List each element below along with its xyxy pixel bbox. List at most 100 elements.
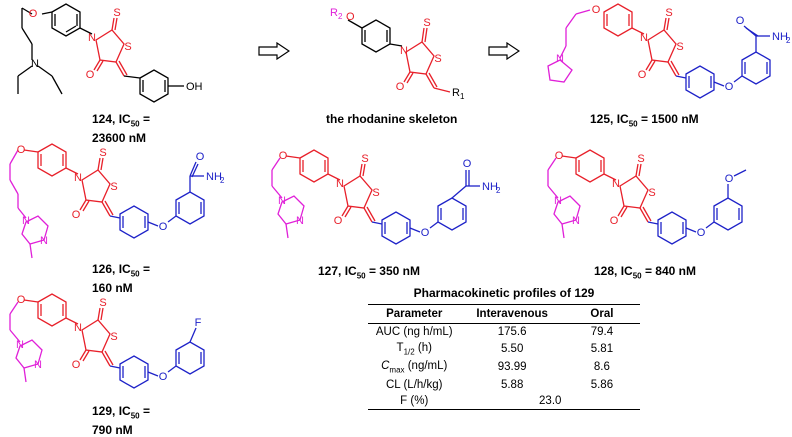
- pk-table-block: Pharmacokinetic profiles of 129 Paramete…: [368, 286, 640, 410]
- oral-cell: 79.4: [590, 326, 614, 338]
- atom-n: N: [34, 359, 42, 371]
- atom-o: O: [555, 150, 564, 162]
- atom-n: N: [554, 195, 562, 207]
- atom-o: O: [638, 69, 647, 81]
- compound-128-structure: O N N N S S O O O: [547, 149, 747, 245]
- oral-cell: 5.86: [590, 378, 614, 391]
- iv-cell: 175.6: [497, 326, 527, 338]
- atom-o: O: [72, 359, 81, 371]
- atom-o: O: [610, 215, 619, 227]
- table-row: T1/2 (h) 5.50 5.81: [368, 340, 640, 358]
- table-header-row: Parameter Interavenous Oral: [368, 304, 640, 324]
- atom-o: O: [29, 8, 38, 20]
- atom-n: N: [556, 53, 564, 65]
- atom-n: N: [74, 322, 82, 334]
- atom-o: O: [346, 11, 355, 23]
- atom-s: S: [665, 7, 672, 19]
- atom-s: S: [372, 187, 379, 199]
- atom-s: S: [99, 297, 106, 309]
- compound-128-caption: 128, IC50 = 840 nM: [594, 264, 696, 281]
- param-cell: F (%): [368, 392, 461, 410]
- atom-s: S: [361, 153, 368, 165]
- compound-124-caption: 124, IC50 = 23600 nM: [92, 112, 150, 146]
- atom-nh2-subscript: 2: [496, 186, 501, 195]
- atom-f: F: [195, 317, 202, 329]
- compound-124-structure: O N N S S O OH: [17, 3, 203, 103]
- atom-n: N: [336, 178, 344, 190]
- atom-o: O: [592, 4, 601, 16]
- compound-126-structure: O N N N S S O O O NH 2: [9, 143, 225, 259]
- r2-group: R: [330, 7, 338, 19]
- compound-127-caption: 127, IC50 = 350 nM: [318, 264, 420, 281]
- skeleton-caption: the rhodanine skeleton: [326, 112, 458, 126]
- compound-126-caption: 126, IC50 = 160 nM: [92, 262, 150, 296]
- atom-nh2: NH: [772, 31, 788, 43]
- atom-o: O: [697, 227, 706, 239]
- r1-subscript: 1: [460, 92, 465, 101]
- atom-o: O: [17, 144, 26, 156]
- atom-n: N: [296, 215, 304, 227]
- atom-nh2-subscript: 2: [220, 176, 225, 185]
- table-row: F (%) 23.0: [368, 392, 640, 410]
- atom-o: O: [334, 215, 343, 227]
- atom-nh2: NH: [482, 181, 498, 193]
- atom-s: S: [434, 53, 441, 65]
- atom-s: S: [423, 17, 430, 29]
- atom-s: S: [637, 153, 644, 165]
- pk-table: Parameter Interavenous Oral AUC (ng h/mL…: [368, 304, 640, 410]
- atom-o: O: [86, 69, 95, 81]
- column-header: Interavenous: [460, 304, 564, 324]
- param-cell: T1/2 (h): [396, 342, 432, 357]
- atom-oh: OH: [186, 81, 203, 93]
- atom-o: O: [396, 81, 405, 93]
- atom-o: O: [159, 221, 168, 233]
- param-cell: Cmax (ng/mL): [381, 360, 448, 375]
- atom-o: O: [421, 227, 430, 239]
- oral-cell: 5.81: [590, 343, 614, 356]
- atom-nh2-subscript: 2: [786, 36, 791, 45]
- atom-o: O: [279, 150, 288, 162]
- iv-cell: 5.50: [500, 343, 524, 356]
- atom-o: O: [725, 81, 734, 93]
- atom-n: N: [31, 58, 39, 70]
- compound-129-caption: 129, IC50 = 790 nM: [92, 404, 150, 437]
- table-row: AUC (ng h/mL) 175.6 79.4: [368, 324, 640, 341]
- atom-n: N: [640, 32, 648, 44]
- atom-o: O: [72, 209, 81, 221]
- atom-o: O: [17, 294, 26, 306]
- compound-129-structure: O N N N S S O O F: [9, 293, 205, 389]
- rhodanine-skeleton-structure: R 2 O N S S O R 1: [330, 7, 465, 101]
- atom-s: S: [99, 147, 106, 159]
- atom-nh2: NH: [206, 171, 222, 183]
- atom-n: N: [74, 172, 82, 184]
- compound-125-structure: O N N S S O O O NH 2: [547, 3, 791, 99]
- iv-cell: 93.99: [497, 361, 527, 374]
- table-row: CL (L/h/kg) 5.88 5.86: [368, 377, 640, 393]
- atom-n: N: [612, 178, 620, 190]
- atom-n: N: [278, 195, 286, 207]
- open-arrow-icon: [488, 42, 520, 60]
- atom-n: N: [40, 235, 48, 247]
- atom-s: S: [648, 187, 655, 199]
- atom-o: O: [196, 151, 205, 163]
- atom-n: N: [22, 215, 30, 227]
- r1-group: R: [452, 87, 460, 99]
- column-header: Parameter: [368, 304, 461, 324]
- atom-n: N: [572, 215, 580, 227]
- atom-s: S: [110, 331, 117, 343]
- atom-o: O: [463, 158, 472, 170]
- atom-o: O: [725, 173, 734, 185]
- compound-125-caption: 125, IC50 = 1500 nM: [590, 112, 699, 129]
- atom-s: S: [124, 41, 131, 53]
- pk-table-title: Pharmacokinetic profiles of 129: [413, 286, 595, 300]
- atom-o: O: [159, 371, 168, 383]
- merged-cell: 23.0: [460, 392, 640, 410]
- atom-n: N: [400, 45, 408, 57]
- compound-127-structure: O N N N S S O O O NH 2: [271, 149, 501, 245]
- param-cell: CL (L/h/kg): [386, 378, 443, 391]
- atom-n: N: [88, 32, 96, 44]
- open-arrow-icon: [258, 42, 290, 60]
- atom-n: N: [16, 339, 24, 351]
- oral-cell: 8.6: [593, 361, 610, 374]
- atom-s: S: [676, 41, 683, 53]
